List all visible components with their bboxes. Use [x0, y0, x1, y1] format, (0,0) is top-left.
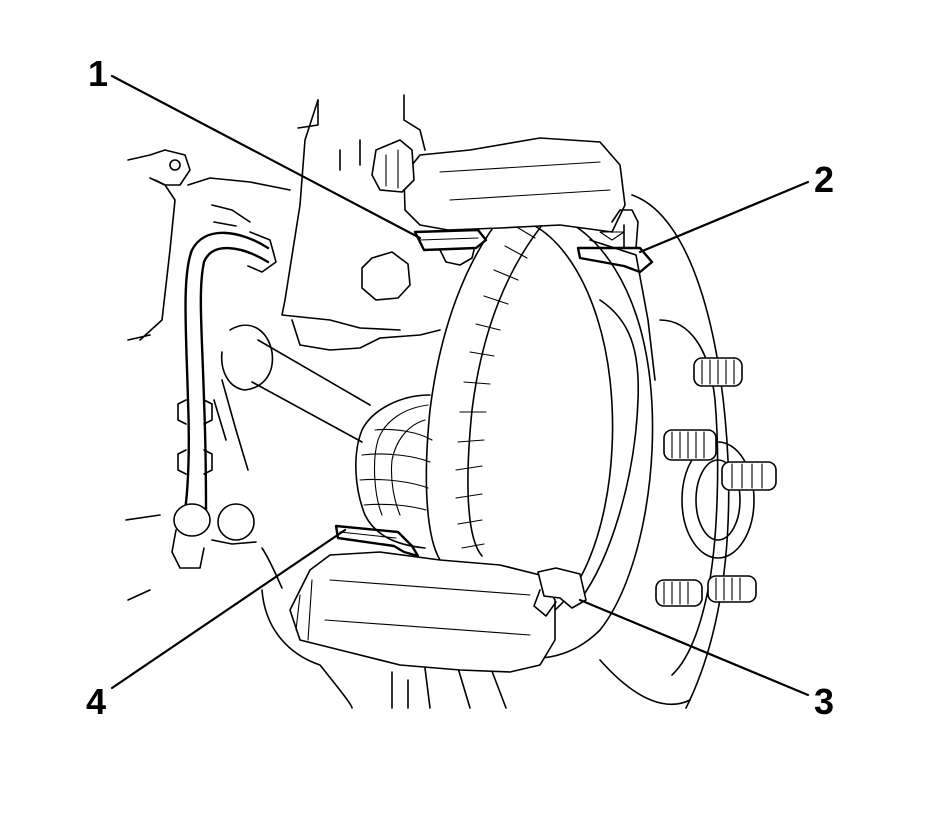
lug-stud-1 [693, 357, 743, 387]
lower-inboard-clip [334, 524, 420, 558]
leader-line-3 [578, 598, 810, 697]
cv-boot [355, 394, 433, 549]
lug-stud-4 [655, 579, 703, 607]
caliper-upper-housing [371, 137, 626, 233]
leader-line-1 [110, 74, 422, 240]
upper-inboard-clip [413, 228, 488, 266]
callout-2: 2 [814, 159, 834, 200]
caliper-lower-housing [289, 551, 556, 673]
brake-hose [171, 204, 277, 569]
callout-3: 3 [814, 681, 834, 722]
steering-knuckle [127, 94, 441, 351]
wheel-hub [599, 194, 777, 709]
lug-stud-5 [707, 575, 757, 603]
upper-outboard-clip [576, 209, 654, 274]
leader-line-2 [638, 180, 810, 254]
callout-1: 1 [88, 53, 108, 94]
callout-4: 4 [86, 681, 106, 722]
brake-rotor-edge [425, 211, 549, 561]
leader-line-4 [110, 528, 347, 690]
lug-stud-2 [663, 429, 717, 461]
lug-stud-3 [721, 461, 777, 491]
lower-outboard-clip [533, 567, 587, 617]
lower-control-arm [261, 547, 507, 709]
axle-shaft [125, 324, 371, 601]
